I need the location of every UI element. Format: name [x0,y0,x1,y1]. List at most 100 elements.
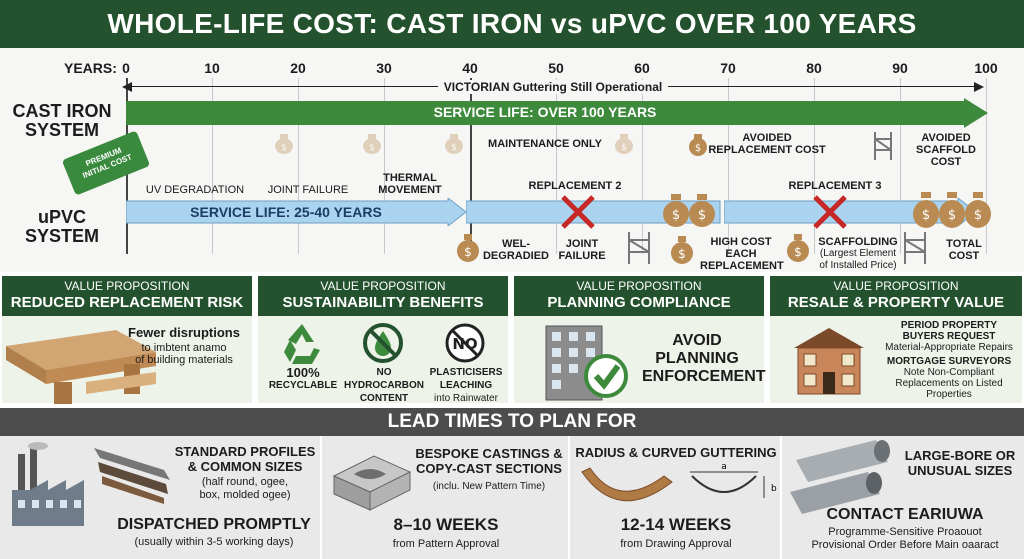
replacement-3-label: REPLACEMENT 3 [788,180,882,192]
casting-mould-icon [332,455,412,511]
bespoke-sub: (inclu. New Pattern Time) [432,481,546,492]
bespoke-heading: BESPOKE CASTINGS & COPY-CAST SECTIONS [415,446,563,476]
vp1-line2: to imbtent anamo [141,342,227,354]
maintenance-only-label: MAINTENANCE ONLY [488,138,602,150]
money-bags-icon: $$ [662,188,718,228]
year-gridline [728,78,729,254]
avoided-replacement-cost: AVOIDED REPLACEMENT COST [708,132,826,156]
standard-profiles-heading: STANDARD PROFILES & COMMON SIZES [174,444,316,474]
year-tick: 60 [634,60,650,76]
svg-text:$: $ [451,143,457,153]
total-cost-label: TOTAL COST [946,238,982,262]
standard-profiles-sub: (half round, ogee, box, molded ogee) [199,476,291,501]
vp-card-sustainability: VALUE PROPOSITION SUSTAINABILITY BENEFIT… [258,276,508,404]
large-pipes-image [790,440,890,514]
upvc-service-arrow-2 [466,200,721,224]
faded-money-bag-icon: $ [444,132,464,154]
years-label: YEARS: [64,60,117,76]
year-gridline [212,78,213,254]
svg-text:$: $ [698,208,706,223]
recyclable-pct: 100% [286,365,320,380]
faded-money-bag-icon: $ [614,132,634,154]
upvc-service-arrow-1 [126,198,467,226]
year-gridline [470,78,472,254]
scaffold-icon [874,132,892,160]
cast-iron-service-life: SERVICE LIFE: OVER 100 YEARS [433,104,657,120]
year-tick: 80 [806,60,822,76]
svg-text:a: a [721,462,727,472]
victorian-label: VICTORIAN Guttering Still Operational [0,80,1024,94]
year-tick: 40 [462,60,478,76]
radius-approval: from Drawing Approval [620,538,732,550]
money-bag-icon: $ [786,232,810,262]
replacement-2-label: REPLACEMENT 2 [528,180,622,192]
page-title: WHOLE-LIFE COST: CAST IRON vs uPVC OVER … [0,0,1024,48]
vp-header: VALUE PROPOSITION RESALE & PROPERTY VALU… [770,276,1022,316]
year-tick: 90 [892,60,908,76]
curved-gutter-diagram: a b [581,462,777,502]
lead-card-standard: STANDARD PROFILES & COMMON SIZES (half r… [0,436,322,559]
vp-card-resale: VALUE PROPOSITION RESALE & PROPERTY VALU… [770,276,1022,403]
svg-text:$: $ [695,143,701,154]
timber-beams-image [6,330,156,404]
vp-header: VALUE PROPOSITION PLANNING COMPLIANCE [514,276,764,316]
scaffolding-label: SCAFFOLDING (Largest Element of Installe… [818,236,898,271]
avoided-scaffold-cost: AVOIDED SCAFFOLD COST [916,132,976,168]
replacement-3-cross-icon [813,195,847,229]
high-cost-each-replacement: HIGH COST EACH REPLACEMENT [700,236,784,272]
lead-times-row: STANDARD PROFILES & COMMON SIZES (half r… [0,436,1024,559]
money-bags-total-icon: $ $ $ [912,186,992,230]
recyclable-label: RECYCLABLE [268,380,338,391]
svg-text:$: $ [948,208,956,223]
vp-card-replacement-risk: VALUE PROPOSITION REDUCED REPLACEMENT RI… [2,276,252,404]
year-tick: 20 [290,60,306,76]
joint-failure-label: JOINT FAILURE [558,238,606,262]
premium-initial-cost-tag: PREMIUM INITIAL COST [61,130,151,196]
year-gridline [556,78,557,254]
svg-text:$: $ [281,143,287,153]
recycle-icon [284,324,320,364]
year-tick: 0 [122,60,130,76]
thermal-movement: THERMAL MOVEMENT [378,172,442,196]
money-bag-icon: $ [456,232,480,262]
no-plasticisers-icon: NO [445,323,485,363]
upvc-label: uPVC SYSTEM [24,207,99,246]
replacement-2-cross-icon [561,195,595,229]
vp-card-planning: VALUE PROPOSITION PLANNING COMPLIANCE AV… [514,276,766,403]
period-house-icon [794,328,864,395]
large-bore-heading: LARGE-BORE OR UNUSUAL SIZES [904,448,1016,478]
building-check-icon [545,325,628,401]
cast-iron-service-arrow [126,98,988,128]
svg-text:$: $ [672,208,680,223]
no-hydrocarbon-label: NO HYDROCARBON CONTENT [344,367,424,404]
wel-degraded-label: WEL- DEGRADIED [482,238,549,262]
contact-heading: CONTACT EARIUWA [826,506,984,523]
factory-icon [12,442,84,526]
contact-sub-2: Provisional Order Before Main oaaract [811,539,999,551]
money-bag-icon: $ [688,132,708,156]
svg-text:$: $ [678,247,686,261]
bespoke-approval: from Pattern Approval [392,538,500,550]
lead-card-bespoke: BESPOKE CASTINGS & COPY-CAST SECTIONS (i… [322,436,570,559]
vp1-line3: of building materials [135,354,233,366]
svg-text:$: $ [974,208,982,223]
lead-card-large-bore: LARGE-BORE OR UNUSUAL SIZES CONTACT EARI… [782,436,1024,559]
money-bag-icon: $ [670,234,694,264]
scaffold-icon [904,232,926,264]
resale-text: PERIOD PROPERTY BUYERS REQUEST Material-… [885,320,1013,400]
dispatched-promptly: DISPATCHED PROMPTLY [117,516,311,533]
svg-text:$: $ [621,143,627,153]
dispatched-sub: (usually within 3-5 working days) [134,536,294,548]
vp-header: VALUE PROPOSITION SUSTAINABILITY BENEFIT… [258,276,508,316]
svg-text:$: $ [794,245,802,259]
year-gridline [298,78,299,254]
faded-money-bag-icon: $ [274,132,294,154]
radius-heading: RADIUS & CURVED GUTTERING [575,445,777,460]
victorian-arrow-left [122,82,132,92]
svg-text:$: $ [922,208,930,223]
year-tick: 30 [376,60,392,76]
upvc-service-life: SERVICE LIFE: 25-40 YEARS [190,204,382,220]
year-gridline [900,78,901,254]
gutter-profiles-image [94,448,170,504]
